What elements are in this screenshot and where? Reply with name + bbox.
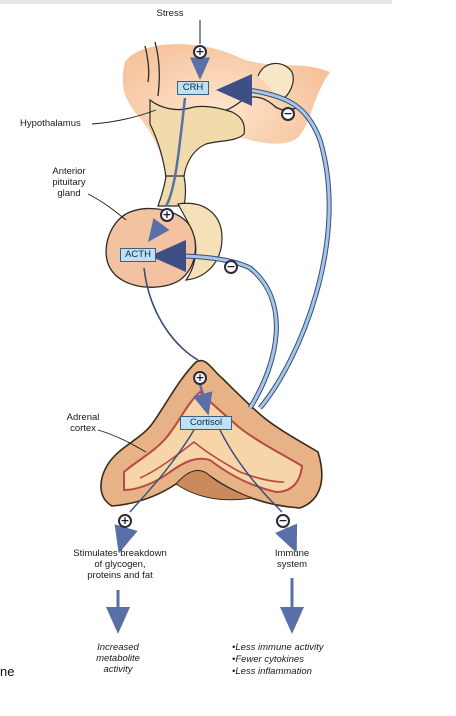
plus-sign-stress: + — [193, 45, 207, 59]
anterior-pituitary-label: Anterior pituitary gland — [42, 166, 96, 199]
minus-sign-immune: − — [276, 514, 290, 528]
stimulates-line-2: of glycogen, — [94, 559, 146, 570]
top-gray-bar — [0, 0, 392, 4]
hypothalamus-shape — [122, 41, 330, 179]
plus-sign-pituitary: + — [160, 208, 174, 222]
stress-label: Stress — [156, 8, 184, 19]
anterior-pituitary-line-3: gland — [57, 188, 81, 199]
immune-system-label: Immune system — [262, 548, 322, 570]
immune-line-2: system — [276, 559, 308, 570]
immune-effects-list: •Less immune activity •Fewer cytokines •… — [232, 642, 372, 678]
adrenal-cortex-line-1: Adrenal — [66, 412, 100, 423]
immune-line-1: Immune — [274, 548, 310, 559]
acth-box: ACTH — [120, 248, 156, 262]
page-text-fragment: ne — [0, 664, 15, 679]
feedback-arrows — [150, 74, 332, 410]
adrenal-shape — [100, 359, 323, 509]
effect-fewer-cytokines: •Fewer cytokines — [232, 654, 304, 665]
increased-line-3: activity — [103, 664, 133, 675]
increased-metabolite-label: Increased metabolite activity — [80, 642, 156, 675]
minus-sign-hypothalamus: − — [281, 107, 295, 121]
adrenal-cortex-label: Adrenal cortex — [60, 412, 106, 434]
plus-sign-adrenal: + — [193, 371, 207, 385]
adrenal-cortex-line-2: cortex — [70, 423, 96, 434]
pituitary-shape — [105, 175, 223, 288]
anterior-pituitary-line-2: pituitary — [52, 177, 86, 188]
increased-line-2: metabolite — [96, 653, 140, 664]
anterior-pituitary-line-1: Anterior — [52, 166, 86, 177]
leader-lines — [87, 109, 157, 453]
stimulation-arrows — [106, 20, 304, 634]
plus-sign-breakdown: + — [118, 514, 132, 528]
crh-box: CRH — [177, 81, 209, 95]
minus-sign-pituitary: − — [224, 260, 238, 274]
effect-less-immune: •Less immune activity — [232, 642, 324, 653]
stimulates-breakdown-label: Stimulates breakdown of glycogen, protei… — [50, 548, 190, 581]
cortisol-box: Cortisol — [180, 416, 232, 430]
effect-less-inflammation: •Less inflammation — [232, 666, 312, 677]
hypothalamus-label: Hypothalamus — [20, 118, 81, 129]
increased-line-1: Increased — [97, 642, 139, 653]
stimulates-line-3: proteins and fat — [87, 570, 153, 581]
stimulates-line-1: Stimulates breakdown — [73, 548, 167, 559]
